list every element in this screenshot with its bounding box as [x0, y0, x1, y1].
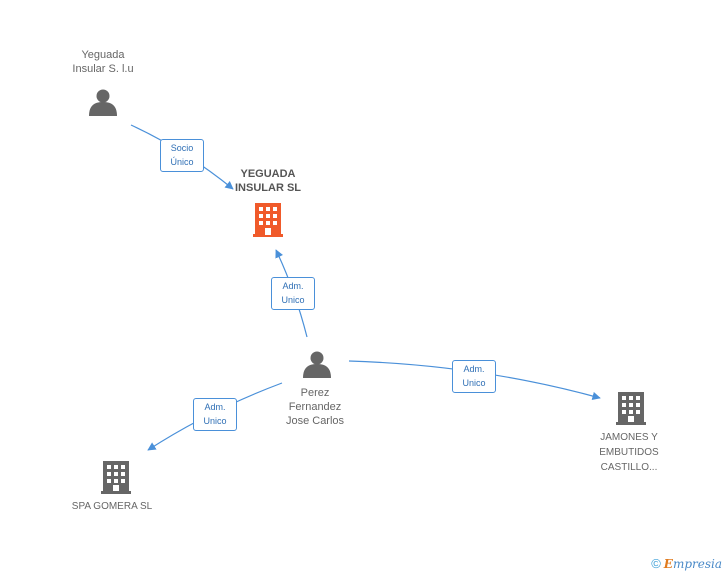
building-icon[interactable] [101, 461, 131, 494]
node-label-perez[interactable]: Perez Fernandez Jose Carlos [265, 386, 365, 428]
node-label-line: Yeguada [81, 49, 125, 61]
brand-text: mpresia [672, 556, 722, 571]
node-label-spa-gomera[interactable]: SPA GOMERA SL [52, 499, 172, 514]
edge-label-adm-unico[interactable]: Adm. Unico [271, 277, 315, 310]
brand-initial: E [663, 556, 673, 571]
brand-logo: Empresia [664, 557, 722, 571]
edge-label-line: Unico [203, 416, 227, 426]
edge-label-line: Adm. [282, 281, 304, 291]
edge-label-line: Adm. [204, 402, 226, 412]
node-label-line: YEGUADA [240, 168, 296, 180]
node-label-yeguada-company[interactable]: YEGUADA INSULAR SL [218, 167, 318, 195]
node-label-line: SPA GOMERA SL [71, 501, 153, 512]
node-label-line: Fernandez [288, 401, 342, 413]
edge-label-adm-unico[interactable]: Adm. Unico [193, 398, 237, 431]
edge-label-line: Unico [462, 378, 486, 388]
building-icon[interactable] [616, 392, 646, 425]
node-label-line: Jose Carlos [285, 415, 345, 427]
edge-label-line: Adm. [463, 364, 485, 374]
footer-brand[interactable]: © Empresia [651, 556, 722, 571]
node-label-line: CASTILLO... [600, 462, 658, 473]
node-label-line: INSULAR SL [235, 182, 301, 194]
node-label-line: JAMONES Y [600, 432, 658, 443]
node-label-line: Insular S. l.u [72, 63, 134, 75]
node-label-line: Perez [300, 387, 330, 399]
person-icon[interactable] [303, 351, 331, 379]
node-label-jamones[interactable]: JAMONES Y EMBUTIDOS CASTILLO... [574, 430, 684, 475]
building-icon[interactable] [253, 203, 283, 237]
node-label-line: EMBUTIDOS [599, 447, 659, 458]
edge-label-adm-unico[interactable]: Adm. Unico [452, 360, 496, 393]
edge-label-line: Único [170, 157, 194, 167]
node-label-yeguada-person[interactable]: Yeguada Insular S. l.u [53, 48, 153, 76]
edge-label-socio-unico[interactable]: Socio Único [160, 139, 204, 172]
edge-label-line: Unico [281, 295, 305, 305]
person-icon[interactable] [89, 89, 117, 117]
edge-label-line: Socio [170, 143, 194, 153]
copyright-icon: © [651, 556, 661, 571]
